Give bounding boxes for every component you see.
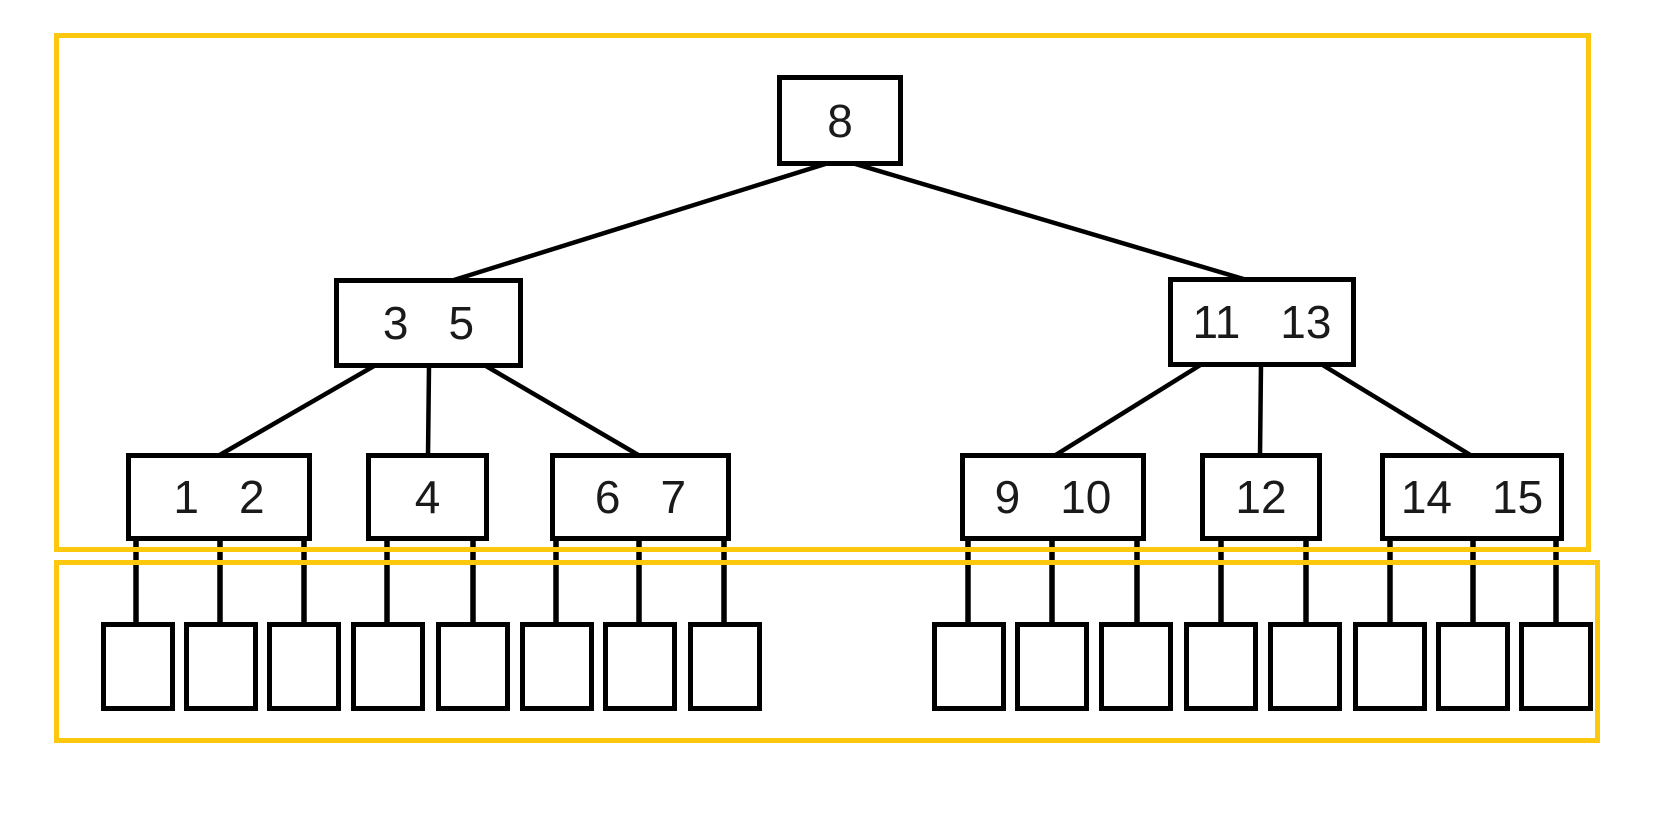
node-key: 1 [173, 471, 199, 523]
empty-leaf-slot-13 [1268, 622, 1342, 711]
edge-left-internal-to-child-2 [425, 365, 432, 457]
edge-left-internal-to-child-1 [216, 364, 376, 458]
empty-leaf-slot-14 [1353, 622, 1427, 711]
tree-node-11-13: 11 13 [1168, 277, 1356, 367]
node-key: 3 [382, 297, 409, 349]
empty-leaf-slot-1 [101, 622, 175, 711]
node-key: 11 [1192, 296, 1241, 348]
node-key: 15 [1492, 471, 1544, 523]
edge-root-to-right-internal [841, 157, 1258, 286]
tree-node-14-15: 14 15 [1380, 453, 1564, 541]
node-key: 6 [594, 471, 621, 523]
empty-leaf-slot-16 [1519, 622, 1593, 711]
node-key: 13 [1280, 296, 1332, 348]
empty-leaf-slot-2 [184, 622, 258, 711]
tree-node-4: 4 [366, 453, 489, 541]
node-key: 14 [1400, 471, 1452, 523]
tree-node-12: 12 [1200, 453, 1322, 541]
tree-node-1-2: 1 2 [126, 453, 312, 541]
node-key: 9 [994, 471, 1021, 523]
node-key: 4 [414, 471, 441, 523]
empty-leaf-slot-12 [1184, 622, 1258, 711]
edge-right-internal-to-child-3 [1319, 362, 1474, 458]
tree-node-9-10: 9 10 [960, 453, 1146, 541]
tree-node-3-5: 3 5 [334, 278, 523, 368]
node-key: 5 [448, 297, 475, 349]
node-key: 10 [1060, 471, 1112, 523]
empty-leaf-slot-15 [1436, 622, 1510, 711]
empty-leaf-slot-10 [1015, 622, 1089, 711]
edge-right-internal-to-child-1 [1052, 362, 1204, 458]
empty-leaf-slot-11 [1099, 622, 1173, 711]
node-key: 7 [660, 471, 687, 523]
node-key: 2 [239, 471, 265, 523]
empty-leaf-slot-8 [688, 622, 762, 711]
node-key: 12 [1235, 471, 1287, 523]
tree-node-6-7: 6 7 [550, 453, 731, 541]
edge-root-to-left-internal [437, 157, 839, 288]
empty-leaf-slot-5 [436, 622, 510, 711]
node-key: 8 [827, 94, 853, 147]
edge-left-internal-to-child-3 [484, 364, 642, 458]
empty-leaf-slot-9 [932, 622, 1006, 711]
empty-leaf-slot-4 [351, 622, 425, 711]
empty-leaf-slot-3 [267, 622, 341, 711]
tree-node-root: 8 [777, 75, 903, 166]
empty-leaf-slot-7 [603, 622, 677, 711]
edge-right-internal-to-child-2 [1257, 363, 1264, 457]
empty-leaf-slot-6 [520, 622, 594, 711]
